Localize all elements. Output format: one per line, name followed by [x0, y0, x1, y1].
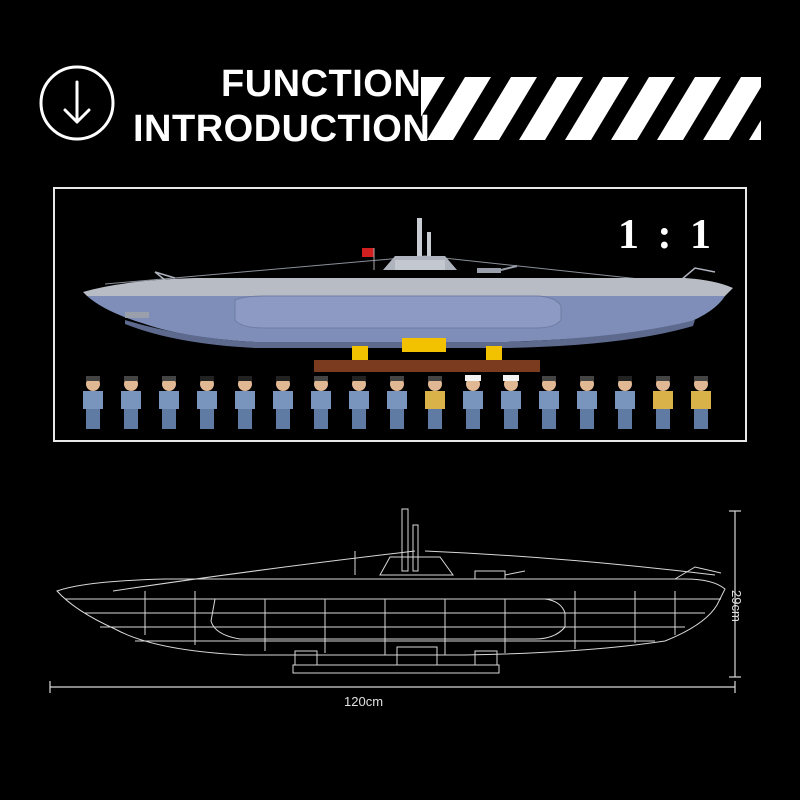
- hazard-stripes: [421, 77, 761, 140]
- header: FUNCTION INTRODUCTION: [0, 0, 800, 180]
- submarine-blueprint: [49, 508, 741, 693]
- minifigure-lineup: [83, 375, 711, 429]
- title-line-2: INTRODUCTION: [133, 108, 431, 150]
- width-dimension-label: 120cm: [344, 694, 384, 709]
- minifigure: [83, 375, 711, 429]
- scale-label: 1 : 1: [618, 212, 715, 258]
- title-line-1: FUNCTION: [221, 63, 422, 105]
- submarine-model-photo: [83, 218, 733, 372]
- height-dimension-label: 29cm: [729, 590, 744, 622]
- page-title: FUNCTION INTRODUCTION: [133, 62, 431, 152]
- arrow-down-circle-icon: [39, 65, 115, 141]
- product-panel: 1 : 1: [53, 187, 747, 442]
